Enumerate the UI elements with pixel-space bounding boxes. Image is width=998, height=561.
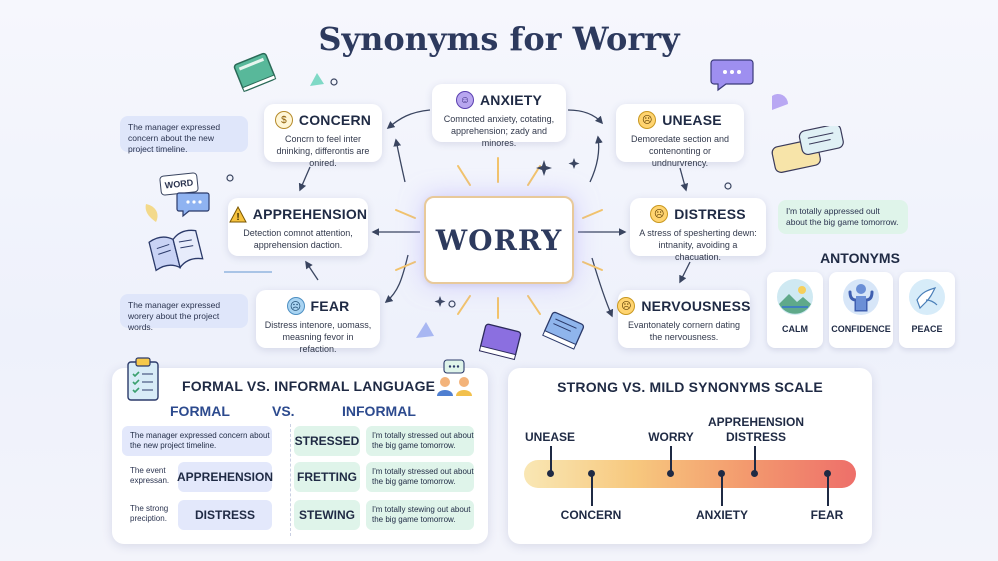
- synonym-title: ANXIETY: [479, 92, 543, 108]
- formal-panel-title: FORMAL VS. INFORMAL LANGUAGE: [182, 378, 436, 394]
- synonym-description: Detection comnot attention, apprehension…: [243, 228, 353, 250]
- synonym-card-unease: ☹ UNEASE Demoredate section and contenon…: [616, 104, 744, 168]
- scale-marker-anxiety: [718, 470, 725, 477]
- scale-tick: [721, 474, 723, 506]
- informal-example: I'm totally stressed out about the big g…: [366, 426, 474, 456]
- scale-tick: [670, 446, 672, 474]
- center-word-box: WORRY: [424, 196, 574, 284]
- formal-word: APPREHENSION: [177, 462, 273, 492]
- scale-label-fear: FEAR: [810, 508, 844, 522]
- formal-example: The strong preciption.: [130, 504, 169, 523]
- antonym-label: PEACE: [911, 324, 943, 334]
- example-bubble-fear: The manager expressed worery about the p…: [120, 294, 248, 332]
- example-bubble-right: I'm totally appressed oult about the big…: [778, 200, 908, 234]
- purple-shape-icon: [772, 94, 788, 110]
- formal-word: DISTRESS: [178, 500, 272, 530]
- synonym-title: CONCERN: [298, 112, 372, 128]
- scale-tick: [754, 446, 756, 474]
- scale-label-concern: CONCERN: [560, 508, 622, 522]
- formal-header: FORMAL: [170, 403, 230, 419]
- synonym-description: Comncted anxiety, cotating, apprehension…: [443, 114, 555, 148]
- informal-header: INFORMAL: [342, 403, 416, 419]
- money-bag-icon: $: [274, 111, 293, 129]
- informal-example: I'm totally stressed out about the big g…: [366, 462, 474, 492]
- formal-example: The manager expressed concern about the …: [122, 426, 272, 456]
- informal-word: STEWING: [294, 500, 360, 530]
- scale-tick: [550, 446, 552, 474]
- scale-tick: [591, 474, 593, 506]
- synonym-title: UNEASE: [662, 112, 722, 128]
- synonym-card-distress: ☹ DISTRESS A stress of spesherting dewn:…: [630, 198, 766, 262]
- green-book-icon: [233, 52, 277, 93]
- strong-person-icon: [843, 279, 879, 315]
- distressed-face-icon: ☹: [650, 205, 669, 223]
- blue-shape-icon: [416, 322, 434, 338]
- scale-label-unease: UNEASE: [524, 430, 575, 444]
- scale-marker-concern: [588, 470, 595, 477]
- chat-bubble-icon: [710, 59, 754, 92]
- scale-marker-fear: [824, 470, 831, 477]
- center-word: WORRY: [435, 223, 563, 257]
- formal-example: The event expressan.: [130, 466, 170, 485]
- synonym-title: NERVOUSNESS: [641, 298, 751, 314]
- teal-triangle-icon: [310, 73, 324, 86]
- scale-label-anxiety: ANXIETY: [695, 508, 748, 522]
- blue-book-icon: [542, 311, 585, 350]
- synonym-description: Concrn to feel inter dninking, differont…: [276, 134, 370, 168]
- clipboard-icon: [127, 357, 159, 401]
- nervous-face-icon: ☹: [617, 297, 636, 315]
- page-title: Synonyms for Worry: [318, 20, 680, 58]
- synonym-description: A stress of spesherting dewn: intnanity,…: [639, 228, 757, 262]
- synonym-description: Demoredate section and contenonting or u…: [630, 134, 730, 168]
- scale-tick: [827, 474, 829, 506]
- landscape-icon: [777, 279, 813, 315]
- example-bubble-concern: The manager expressed concern about the …: [120, 116, 248, 154]
- dove-icon: [909, 279, 945, 315]
- synonym-card-concern: $ CONCERN Concrn to feel inter dninking,…: [264, 104, 382, 168]
- informal-word: STRESSED: [294, 426, 360, 456]
- fearful-face-icon: ☹: [286, 297, 305, 315]
- yellow-leaf-icon: [145, 204, 158, 222]
- small-chat-icon: [176, 192, 210, 218]
- synonym-card-anxiety: ☺ ANXIETY Comncted anxiety, cotating, ap…: [432, 84, 566, 148]
- chat-bubbles-icon: [771, 126, 844, 174]
- open-book-icon: [148, 229, 204, 272]
- informal-example: I'm totally stewing out about the big ga…: [366, 500, 474, 530]
- worried-face-icon: ☹: [638, 111, 657, 129]
- svg-text:!: !: [236, 212, 239, 223]
- antonym-card-peace: PEACE: [899, 272, 955, 348]
- person-anxious-icon: ☺: [455, 91, 474, 109]
- scale-label-distress: DISTRESS: [725, 430, 786, 444]
- synonym-card-apprehension: ! APPREHENSION Detection comnot attentio…: [228, 198, 368, 256]
- synonym-description: Distress intenore, uomass, measning fevo…: [264, 320, 372, 354]
- column-divider: [290, 424, 291, 536]
- informal-word: FRETTING: [294, 462, 360, 492]
- purple-book-icon: [478, 323, 522, 361]
- formal-informal-panel: FORMAL VS. INFORMAL LANGUAGE FORMAL VS. …: [112, 357, 488, 544]
- synonym-title: APPREHENSION: [252, 206, 368, 222]
- scale-marker-unease: [547, 470, 554, 477]
- scale-marker-distress: [751, 470, 758, 477]
- scale-panel-title: STRONG VS. MILD SYNONYMS SCALE: [557, 379, 823, 395]
- synonym-description: Evantonately cornern dating the nervousn…: [627, 320, 741, 342]
- antonym-label: CALM: [782, 324, 808, 334]
- people-chat-icon: [437, 359, 472, 396]
- scale-label-apprehension: APPREHENSION: [707, 415, 805, 429]
- antonym-label: CONFIDENCE: [831, 324, 891, 334]
- warning-icon: !: [228, 205, 247, 223]
- antonym-card-calm: CALM: [767, 272, 823, 348]
- synonym-card-fear: ☹ FEAR Distress intenore, uomass, measni…: [256, 290, 380, 354]
- synonym-scale-panel: STRONG VS. MILD SYNONYMS SCALE UNEASE CO…: [508, 368, 872, 544]
- synonym-card-nervousness: ☹ NERVOUSNESS Evantonately cornern datin…: [617, 290, 751, 348]
- scale-gradient-bar: [524, 460, 856, 488]
- scale-marker-worry: [667, 470, 674, 477]
- synonym-title: DISTRESS: [674, 206, 746, 222]
- scale-label-worry: WORRY: [648, 430, 694, 444]
- synonym-title: FEAR: [310, 298, 350, 314]
- antonyms-title: ANTONYMS: [820, 250, 900, 266]
- vs-label: VS.: [272, 403, 295, 419]
- antonym-card-confidence: CONFIDENCE: [829, 272, 893, 348]
